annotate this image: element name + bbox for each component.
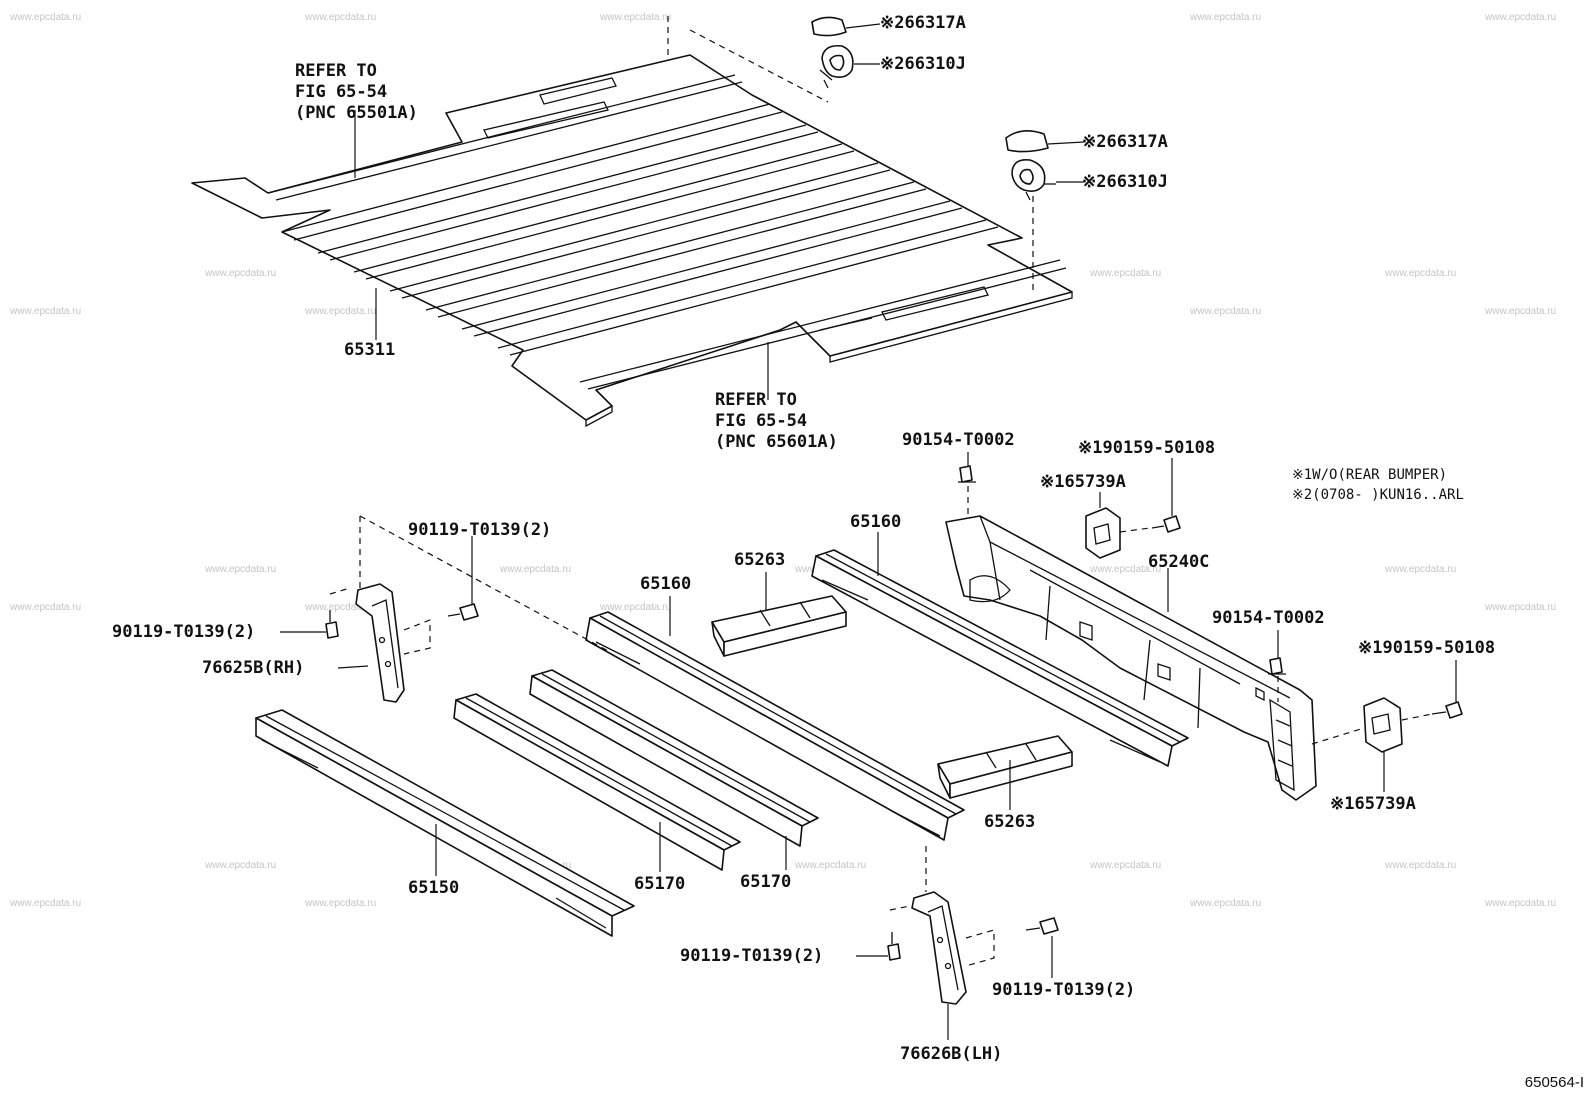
label-refer-bottom-2: FIG 65-54 (715, 411, 808, 431)
flange-nut-b (1268, 657, 1286, 675)
label-member-b: 65160 (640, 574, 692, 594)
tie-down-hook-top (819, 44, 854, 89)
label-crossmember-b: 65263 (984, 812, 1036, 832)
crossmember-lower (937, 735, 1073, 799)
watermark: www.epcdata.ru (1385, 564, 1457, 575)
watermark: www.epcdata.ru (795, 860, 867, 871)
label-nut-b: 90154-T0002 (1212, 608, 1325, 628)
watermark: www.epcdata.ru (500, 564, 572, 575)
label-rear-sill: 65240C (1148, 552, 1210, 572)
watermark: www.epcdata.ru (10, 602, 82, 613)
label-hook-top: ※266310J (880, 54, 966, 74)
stay-lh (911, 891, 967, 1005)
watermark: www.epcdata.ru (10, 898, 82, 909)
label-cap-top: ※266317A (880, 13, 966, 33)
watermark: www.epcdata.ru (1190, 12, 1262, 23)
label-bolt-b: ※190159-50108 (1358, 638, 1496, 658)
crossmember-upper (711, 595, 847, 657)
watermark: www.epcdata.ru (10, 306, 82, 317)
watermark: www.epcdata.ru (205, 860, 277, 871)
label-refer-left-1: REFER TO (295, 61, 377, 81)
label-stay-lh: 76626B(LH) (900, 1044, 1003, 1064)
label-sill-front: 65150 (408, 878, 460, 898)
watermark: www.epcdata.ru (1485, 12, 1557, 23)
label-bolt-lh-right: 90119-T0139(2) (992, 980, 1136, 1000)
label-bolt-a: ※190159-50108 (1078, 438, 1216, 458)
watermark: www.epcdata.ru (600, 602, 672, 613)
label-cap-right: ※266317A (1082, 132, 1168, 152)
long-member-upper (811, 549, 1189, 767)
bolt-lh-left (887, 932, 901, 961)
watermark: www.epcdata.ru (1385, 268, 1457, 279)
watermark: www.epcdata.ru (1190, 898, 1262, 909)
side-sill-c (453, 693, 741, 871)
label-stay-rh: 76625B(RH) (202, 658, 305, 678)
watermark: www.epcdata.ru (1485, 306, 1557, 317)
watermark: www.epcdata.ru (205, 268, 277, 279)
label-bolt-rh-left: 90119-T0139(2) (112, 622, 256, 642)
label-bolt-lh-left: 90119-T0139(2) (680, 946, 824, 966)
label-deck: 65311 (344, 340, 396, 360)
bolt-rh-top (447, 603, 479, 621)
front-sill (255, 709, 635, 937)
note-1: ※1W/O(REAR BUMPER) (1292, 467, 1448, 483)
watermark: www.epcdata.ru (1485, 898, 1557, 909)
stay-rh (355, 583, 405, 703)
watermark: www.epcdata.ru (600, 12, 672, 23)
watermark: www.epcdata.ru (10, 12, 82, 23)
label-refer-left-3: (PNC 65501A) (295, 103, 418, 123)
watermark: www.epcdata.ru (1090, 860, 1162, 871)
rear-sill-assembly (945, 515, 1317, 801)
bolt-a (1151, 515, 1181, 533)
tie-down-hook-right (1011, 158, 1056, 201)
tie-down-cap-top (811, 16, 847, 37)
label-refer-bottom-3: (PNC 65601A) (715, 432, 838, 452)
label-bolt-rh-top: 90119-T0139(2) (408, 520, 552, 540)
watermark: www.epcdata.ru (305, 898, 377, 909)
watermark: www.epcdata.ru (205, 564, 277, 575)
label-sill-c: 65170 (634, 874, 686, 894)
watermark: www.epcdata.ru (1190, 306, 1262, 317)
note-2: ※2(0708- )KUN16..ARL (1292, 487, 1464, 503)
label-bracket-b: ※165739A (1330, 794, 1416, 814)
bumper-bracket-a (1085, 507, 1121, 559)
bumper-bracket-b (1363, 697, 1403, 753)
label-refer-bottom-1: REFER TO (715, 390, 797, 410)
label-bracket-a: ※165739A (1040, 472, 1126, 492)
watermark: www.epcdata.ru (305, 12, 377, 23)
bolt-b (1431, 701, 1463, 719)
long-member-lower (585, 611, 965, 841)
label-sill-d: 65170 (740, 872, 792, 892)
label-nut-a: 90154-T0002 (902, 430, 1015, 450)
bolt-rh-left (325, 610, 339, 639)
watermark: www.epcdata.ru (1090, 564, 1162, 575)
watermark: www.epcdata.ru (305, 306, 377, 317)
bolt-lh-right (1025, 917, 1059, 935)
side-sill-d (529, 669, 819, 847)
watermark: www.epcdata.ru (1090, 268, 1162, 279)
watermark: www.epcdata.ru (1485, 602, 1557, 613)
deck-floor-panel (191, 54, 1073, 428)
label-refer-left-2: FIG 65-54 (295, 82, 388, 102)
label-member-a: 65160 (850, 512, 902, 532)
label-crossmember-a: 65263 (734, 550, 786, 570)
flange-nut-a (958, 465, 976, 483)
watermark: www.epcdata.ru (305, 602, 377, 613)
watermark: www.epcdata.ru (1385, 860, 1457, 871)
tie-down-cap-right (1005, 130, 1049, 153)
label-hook-right: ※266310J (1082, 172, 1168, 192)
figure-id: 650564-I (1524, 1074, 1584, 1091)
